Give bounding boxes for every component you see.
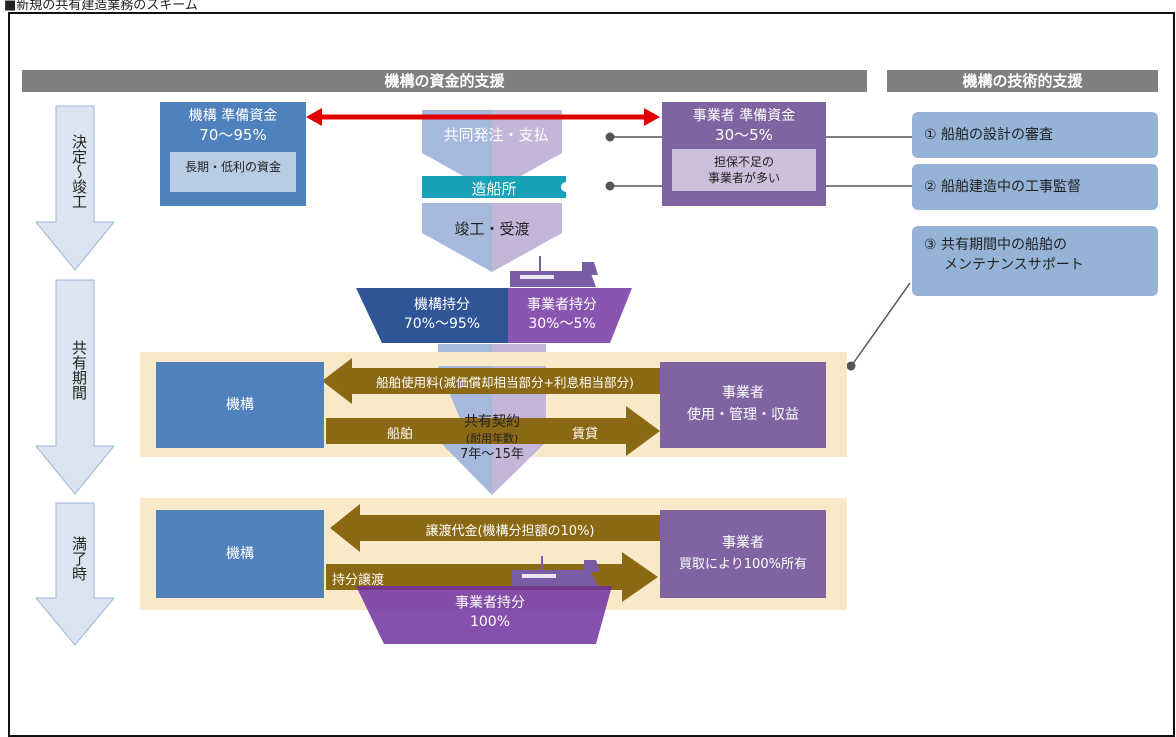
usage-fee-arrow: [322, 358, 660, 404]
tech-support-maintenance-line2: メンテナンスサポート: [944, 257, 1084, 273]
ship-label: 船舶: [386, 427, 413, 442]
final-share: 事業者持分 100%: [400, 594, 580, 632]
tech-support-construction-supervision: ② 船舶建造中の工事監督: [912, 164, 1158, 210]
expiry-kiko-box: 機構: [156, 510, 324, 598]
ship-kiko-share-pct: 70%～95%: [403, 316, 481, 332]
tech-support-maintenance-line1: ③ 共有期間中の船舶の: [924, 237, 1068, 253]
contract-label-group: 共有契約 (耐用年数) 7年～15年: [440, 413, 544, 463]
share-transfer-label: 持分譲渡: [332, 573, 385, 588]
shared-operator-label: 事業者: [722, 385, 764, 401]
usage-fee-label: 船舶使用料(減価償却相当部分+利息相当部分): [376, 375, 634, 390]
shipyard-label: 造船所: [471, 180, 517, 198]
operator-fund-percent: 30～5%: [715, 126, 773, 144]
ship-operator-share: 事業者持分 30%～5%: [508, 296, 616, 334]
ship-final-graphic: [356, 556, 612, 644]
shared-operator-box: 事業者 使用・管理・収益: [660, 362, 826, 448]
shipyard-shape: [422, 176, 566, 198]
ship-operator-share-label: 事業者持分: [527, 297, 597, 313]
expiry-operator-role: 買取により100%所有: [679, 557, 807, 572]
tech-support-design-review: ① 船舶の設計の審査: [912, 112, 1158, 158]
contract-lifespan: (耐用年数): [465, 432, 519, 445]
transfer-payment-arrow: [330, 504, 660, 552]
kiko-fund-title: 機構 準備資金: [188, 108, 278, 124]
financial-support-header: 機構の資金的支援: [22, 70, 867, 92]
kiko-fund-note: 長期・低利の資金: [170, 152, 296, 192]
ship-kiko-share: 機構持分 70%～95%: [378, 296, 506, 334]
handover-label: 竣工・受渡: [454, 220, 530, 238]
kiko-fund-percent: 70～95%: [199, 126, 267, 144]
operator-fund-box: 事業者 準備資金 30～5% 担保不足の 事業者が多い: [662, 102, 826, 206]
center-arrow-joint-order: [422, 110, 562, 192]
operator-fund-title: 事業者 準備資金: [692, 108, 796, 124]
phase-arrow-shared: [34, 279, 116, 495]
operator-fund-note: 担保不足の 事業者が多い: [672, 149, 816, 191]
lease-label: 賃貸: [571, 427, 598, 442]
transfer-payment-label: 譲渡代金(機構分担額の10%): [425, 524, 595, 539]
phase-label-shared: 共有期間: [70, 340, 88, 400]
kiko-fund-box: 機構 準備資金 70～95% 長期・低利の資金: [160, 102, 306, 206]
joint-order-label: 共同発注・支払: [443, 126, 549, 144]
ship-lease-arrow: [326, 406, 660, 456]
final-share-label: 事業者持分: [455, 595, 525, 611]
red-double-arrow: [306, 108, 660, 126]
phase-label-end: 満了時: [70, 536, 88, 581]
contract-label: 共有契約: [464, 414, 520, 430]
center-arrow-handover: [422, 203, 562, 272]
tech-support-maintenance: ③ 共有期間中の船舶の メンテナンスサポート: [912, 226, 1158, 296]
phase-label-completion: 決定～竣工: [70, 134, 88, 209]
phase-arrow-completion: [34, 105, 116, 271]
phase-arrow-end: [34, 502, 116, 646]
expiry-operator-box: 事業者 買取により100%所有: [660, 510, 826, 598]
ship-kiko-share-label: 機構持分: [414, 297, 470, 313]
ship-operator-share-pct: 30%～5%: [528, 316, 596, 332]
technical-support-header: 機構の技術的支援: [887, 70, 1158, 92]
final-share-pct: 100%: [469, 614, 511, 630]
ship-shares-graphic: [356, 256, 632, 343]
shared-operator-role: 使用・管理・収益: [687, 407, 799, 423]
shared-kiko-box: 機構: [156, 362, 324, 448]
page-caption: ■新規の共有建造業務のスキーム: [4, 0, 198, 13]
expiry-operator-label: 事業者: [722, 535, 764, 551]
contract-years: 7年～15年: [460, 447, 524, 462]
